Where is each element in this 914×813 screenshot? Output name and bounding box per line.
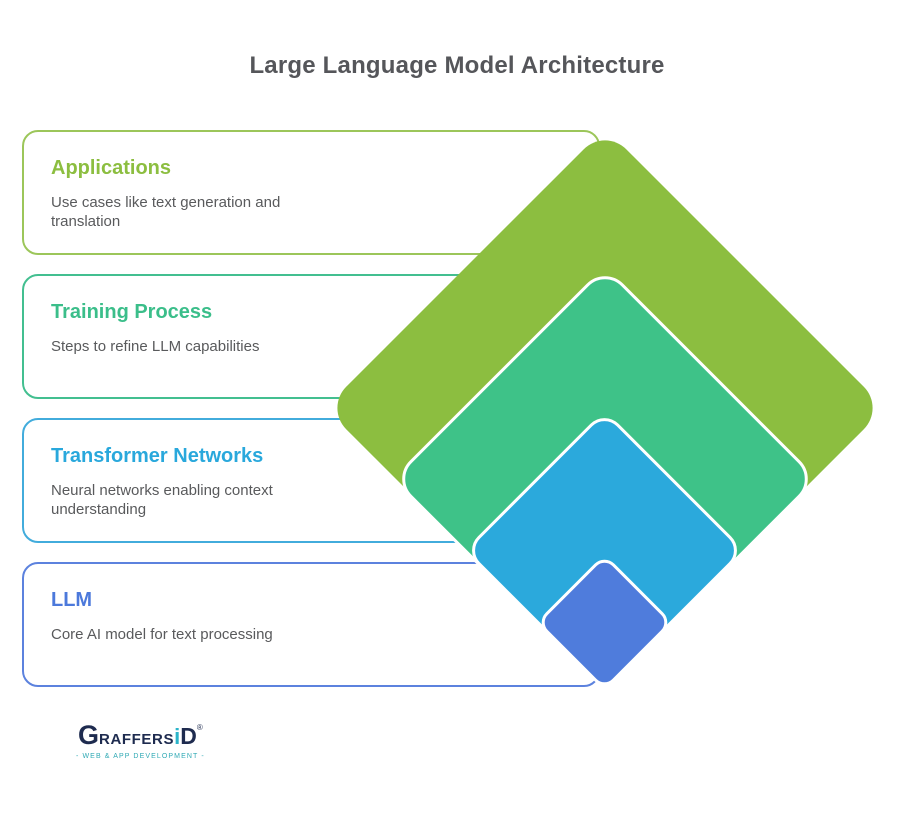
brand-tagline: - WEB & APP DEVELOPMENT - [76,753,205,760]
card-applications-description: Use cases like text generation and trans… [51,194,281,230]
card-training-process-description: Steps to refine LLM capabilities [51,338,260,355]
card-llm-description: Core AI model for text processing [51,626,273,643]
card-transformer-networks-heading: Transformer Networks [51,445,264,467]
card-llm: LLM Core AI model for text processing [22,562,600,687]
card-applications-heading: Applications [51,157,172,179]
brand-letters-raffers: RAFFERS [99,731,175,748]
card-llm-heading: LLM [51,589,93,611]
brand-letter-i: i [174,724,181,749]
card-transformer-networks-description: Neural networks enabling context underst… [51,482,273,518]
brand-logo: GRAFFERSiD® - WEB & APP DEVELOPMENT - [76,714,205,760]
registered-trademark-icon: ® [196,723,203,732]
brand-letter-d: D [180,723,197,749]
card-applications: Applications Use cases like text generat… [22,130,600,255]
brand-wordmark: GRAFFERSiD® [76,714,205,754]
page-title: Large Language Model Architecture [249,52,665,79]
brand-letter-g: G [78,720,100,750]
card-training-process-heading: Training Process [51,301,213,323]
